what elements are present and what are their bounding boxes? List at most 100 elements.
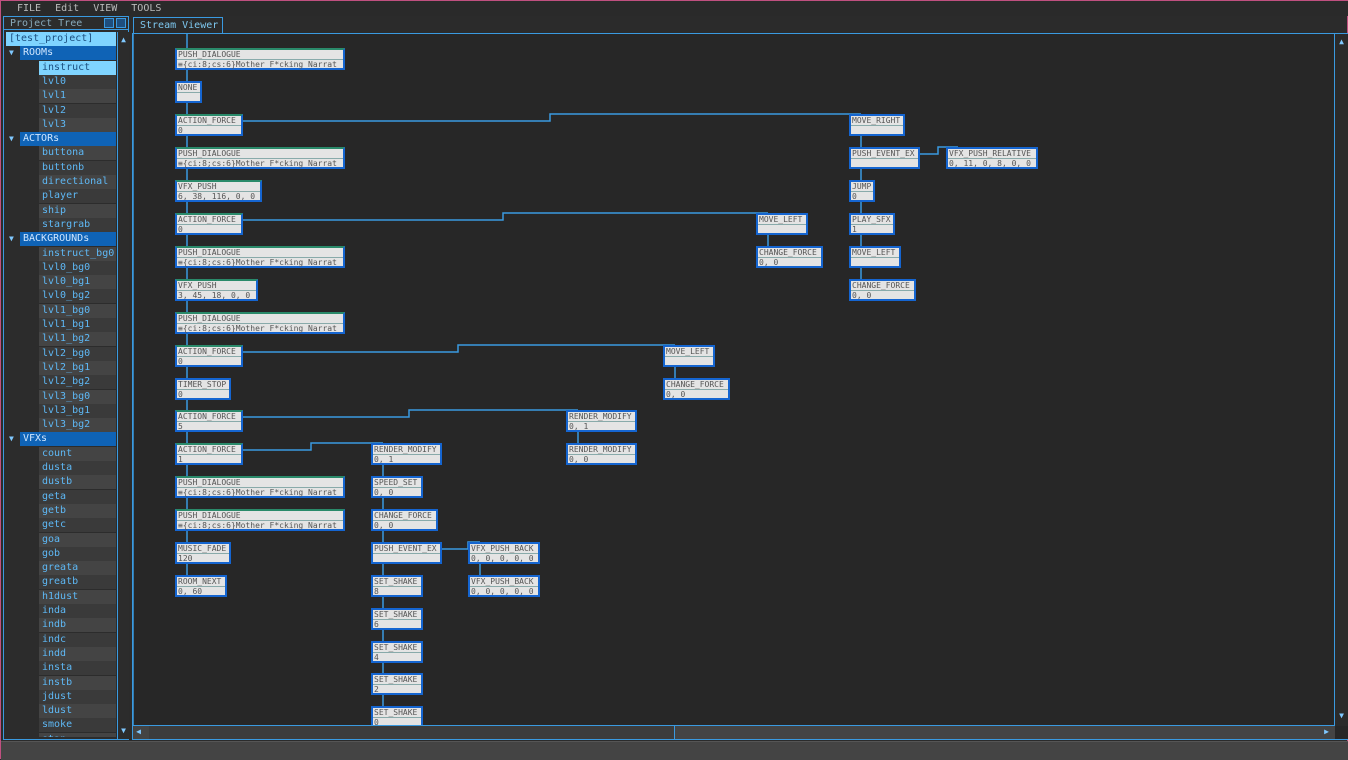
- tree-item[interactable]: lvl3_bg0: [39, 389, 116, 404]
- tree-item[interactable]: getc: [39, 518, 116, 533]
- tree-item[interactable]: indd: [39, 646, 116, 661]
- tree-item[interactable]: lvl3_bg1: [39, 403, 116, 418]
- tree-item[interactable]: buttona: [39, 146, 116, 161]
- tree-item[interactable]: player: [39, 189, 116, 204]
- tree-item[interactable]: lvl0_bg2: [39, 289, 116, 304]
- tab-stream-viewer[interactable]: Stream Viewer: [133, 17, 223, 34]
- tree-category[interactable]: VFXs: [20, 432, 116, 447]
- scroll-down-icon[interactable]: ▼: [121, 726, 126, 735]
- close-icon[interactable]: [116, 18, 126, 28]
- tree-item[interactable]: geta: [39, 489, 116, 504]
- tree-item[interactable]: h1dust: [39, 589, 116, 604]
- horizontal-scrollbar[interactable]: ◀ ▶: [133, 725, 1335, 739]
- tree-item[interactable]: indc: [39, 632, 116, 647]
- project-root[interactable]: [test_project]: [6, 32, 116, 46]
- expand-arrow-icon[interactable]: ▼: [9, 434, 14, 444]
- tree-item[interactable]: directional: [39, 175, 116, 189]
- tree-item[interactable]: dusta: [39, 461, 116, 475]
- tree-item[interactable]: indb: [39, 618, 116, 633]
- expand-arrow-icon[interactable]: ▼: [9, 48, 14, 58]
- tree-item[interactable]: ldust: [39, 704, 116, 719]
- tree-item[interactable]: lvl1_bg1: [39, 318, 116, 332]
- node-none[interactable]: NONE: [175, 81, 202, 103]
- node-push-dialogue[interactable]: PUSH_DIALOGUE≡{ci:8;cs:6}Mother F*cking …: [175, 48, 345, 70]
- tree-category[interactable]: ACTORs: [20, 132, 116, 147]
- tree-item[interactable]: count: [39, 446, 116, 461]
- node-move-left[interactable]: MOVE_LEFT: [663, 345, 715, 367]
- vertical-scrollbar[interactable]: ▲ ▼: [1334, 34, 1348, 726]
- float-icon[interactable]: [104, 18, 114, 28]
- node-push-dialogue[interactable]: PUSH_DIALOGUE≡{ci:8;cs:6}Mother F*cking …: [175, 147, 345, 169]
- tree-item[interactable]: lvl1_bg0: [39, 303, 116, 318]
- scroll-left-icon[interactable]: ◀: [136, 727, 141, 736]
- menu-file[interactable]: FILE: [17, 3, 42, 14]
- scroll-up-icon[interactable]: ▲: [121, 35, 126, 44]
- tree-item[interactable]: lvl0: [39, 74, 116, 89]
- node-push-dialogue[interactable]: PUSH_DIALOGUE≡{ci:8;cs:6}Mother F*cking …: [175, 509, 345, 531]
- expand-arrow-icon[interactable]: ▼: [9, 234, 14, 244]
- tree-item[interactable]: lvl2: [39, 103, 116, 118]
- tree-scrollbar[interactable]: ▲ ▼: [117, 32, 129, 739]
- tree-item[interactable]: smoke: [39, 718, 116, 733]
- tree-item[interactable]: lvl3: [39, 117, 116, 132]
- menu-edit[interactable]: Edit: [55, 3, 80, 14]
- tree-item[interactable]: lvl2_bg2: [39, 375, 116, 390]
- tree-item[interactable]: ship: [39, 203, 116, 218]
- tree-item[interactable]: instruct: [39, 60, 116, 75]
- node-push-dialogue[interactable]: PUSH_DIALOGUE≡{ci:8;cs:6}Mother F*cking …: [175, 312, 345, 334]
- menu-view[interactable]: VIEW: [93, 3, 118, 14]
- tree-category[interactable]: ROOMs: [20, 46, 116, 61]
- tree-item[interactable]: goa: [39, 532, 116, 547]
- tree-item[interactable]: jdust: [39, 689, 116, 704]
- tree-item[interactable]: buttonb: [39, 160, 116, 175]
- tree-item[interactable]: lvl0_bg0: [39, 260, 116, 275]
- tree-item[interactable]: stan: [39, 732, 116, 737]
- scroll-down-icon[interactable]: ▼: [1339, 711, 1344, 720]
- tree-item[interactable]: stargrab: [39, 217, 116, 232]
- node-canvas[interactable]: PUSH_DIALOGUE≡{ci:8;cs:6}Mother F*cking …: [133, 34, 1335, 726]
- tree-item[interactable]: instb: [39, 675, 116, 690]
- expand-arrow-icon[interactable]: ▼: [9, 134, 14, 144]
- node-move-left[interactable]: MOVE_LEFT: [756, 213, 808, 235]
- node-move-right[interactable]: MOVE_RIGHT: [849, 114, 905, 136]
- scroll-thumb[interactable]: [149, 726, 675, 739]
- tree-item[interactable]: dustb: [39, 475, 116, 490]
- node-push-dialogue[interactable]: PUSH_DIALOGUE≡{ci:8;cs:6}Mother F*cking …: [175, 246, 345, 268]
- tree-item[interactable]: greata: [39, 561, 116, 576]
- tree-item[interactable]: lvl1: [39, 89, 116, 104]
- node-push-dialogue[interactable]: PUSH_DIALOGUE≡{ci:8;cs:6}Mother F*cking …: [175, 476, 345, 498]
- tree-item[interactable]: gob: [39, 546, 116, 561]
- tree-item[interactable]: instruct_bg0: [39, 246, 116, 261]
- node-push-event-ex[interactable]: PUSH_EVENT_EX: [371, 542, 442, 564]
- scroll-right-icon[interactable]: ▶: [1324, 727, 1329, 736]
- tree-item[interactable]: greatb: [39, 575, 116, 590]
- menu-tools[interactable]: TOOLS: [131, 3, 162, 14]
